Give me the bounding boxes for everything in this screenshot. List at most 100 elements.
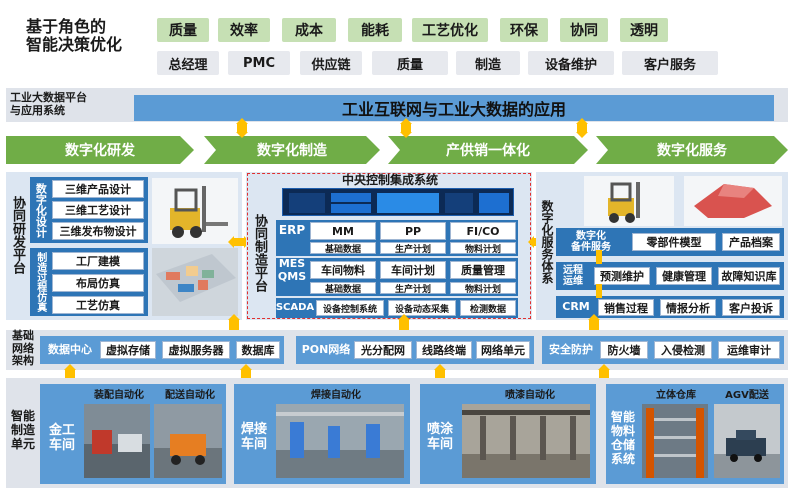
svc-arrow-2 xyxy=(596,284,602,298)
erp-pp[interactable]: PP xyxy=(380,222,446,240)
units-side-label: 智能 制造 单元 xyxy=(10,409,35,451)
svc-crm-label: CRM xyxy=(562,299,590,313)
rd-design-label: 数字化设计 xyxy=(34,182,48,238)
network-virtual-server[interactable]: 虚拟服务器 xyxy=(162,341,230,359)
svc-health-management[interactable]: 健康管理 xyxy=(656,267,712,285)
platform-banner-text: 工业互联网与工业大数据的应用 xyxy=(341,100,566,119)
welding-automation-photo xyxy=(276,404,404,478)
role-quality[interactable]: 质量 xyxy=(372,51,448,75)
kpi-quality[interactable]: 质量 xyxy=(157,18,209,42)
role-pmc[interactable]: PMC xyxy=(228,51,290,75)
stereo-warehouse-photo xyxy=(642,404,708,478)
delivery-automation-photo xyxy=(154,404,222,478)
svc-fault-knowledge-base[interactable]: 故障知识库 xyxy=(718,267,780,285)
scada-inspection-data[interactable]: 检测数据 xyxy=(460,300,516,316)
scada-equipment-control[interactable]: 设备控制系统 xyxy=(316,300,384,316)
agv-delivery-photo xyxy=(714,404,780,478)
svc-arrow-1 xyxy=(596,250,602,264)
arrow-platform-1 xyxy=(236,118,248,138)
svc-part-model-image xyxy=(684,176,782,226)
mes-quality-management[interactable]: 质量管理 xyxy=(450,261,516,279)
network-security-label: 安全防护 xyxy=(549,342,593,356)
svc-predictive-maintenance[interactable]: 预测维护 xyxy=(594,267,650,285)
erp-basic-data[interactable]: 基础数据 xyxy=(310,242,376,255)
unit-machining-caption-1: 装配自动化 xyxy=(94,390,144,401)
mfg-side-label: 协同制造平台 xyxy=(252,214,267,292)
chevron-digital-manufacturing[interactable]: 数字化制造 xyxy=(204,136,380,164)
svc-part-model[interactable]: 零部件模型 xyxy=(632,233,716,251)
erp-material-plan[interactable]: 物料计划 xyxy=(450,242,516,255)
unit-welding-caption-1: 焊接自动化 xyxy=(311,390,361,401)
role-customer-service[interactable]: 客户服务 xyxy=(622,51,718,75)
kpi-process-optimization[interactable]: 工艺优化 xyxy=(412,18,488,42)
unit-warehouse-caption-1: 立体仓库 xyxy=(656,390,696,401)
mes-workshop-plan[interactable]: 车间计划 xyxy=(380,261,446,279)
mes-basic-data[interactable]: 基础数据 xyxy=(310,282,376,295)
kpi-efficiency[interactable]: 效率 xyxy=(218,18,270,42)
forklift-model-image xyxy=(152,178,238,244)
network-firewall[interactable]: 防火墙 xyxy=(600,341,648,359)
arrow-platform-3 xyxy=(576,118,588,138)
painting-automation-photo xyxy=(462,404,590,478)
role-equipment-maintenance[interactable]: 设备维护 xyxy=(528,51,614,75)
chevron-digital-rd[interactable]: 数字化研发 xyxy=(6,136,194,164)
unit-warehouse-caption-2: AGV配送 xyxy=(725,390,769,401)
kpi-environment[interactable]: 环保 xyxy=(500,18,548,42)
chevron-production-supply-sales[interactable]: 产供销一体化 xyxy=(388,136,588,164)
network-side-label: 基础 网络 架构 xyxy=(12,329,34,368)
network-ops-audit[interactable]: 运维审计 xyxy=(718,341,780,359)
platform-banner[interactable]: 工业互联网与工业大数据的应用 xyxy=(134,95,774,121)
network-line-terminal[interactable]: 线路终端 xyxy=(416,341,472,359)
rd-simulation-label: 制造过程仿真 xyxy=(34,252,46,312)
kpi-energy[interactable]: 能耗 xyxy=(348,18,402,42)
scada-equipment-collection[interactable]: 设备动态采集 xyxy=(388,300,456,316)
svc-forklift-image xyxy=(584,176,674,226)
central-control-title: 中央控制集成系统 xyxy=(341,173,438,187)
chevron-digital-service[interactable]: 数字化服务 xyxy=(596,136,788,164)
rd-side-label: 协同研发平台 xyxy=(10,196,25,274)
erp-production-plan[interactable]: 生产计划 xyxy=(380,242,446,255)
svc-customer-complaint[interactable]: 客户投诉 xyxy=(722,299,780,316)
kpi-collaboration[interactable]: 协同 xyxy=(560,18,608,42)
kpi-transparency[interactable]: 透明 xyxy=(620,18,668,42)
network-pon-label: PON网络 xyxy=(301,342,351,356)
role-general-manager[interactable]: 总经理 xyxy=(157,51,219,75)
rd-process-simulation[interactable]: 工艺仿真 xyxy=(52,296,144,314)
svc-side-label: 数字化服务体系 xyxy=(540,200,554,284)
svc-sales-process[interactable]: 销售过程 xyxy=(598,299,654,316)
unit-machining-caption-2: 配送自动化 xyxy=(165,390,215,401)
erp-label: ERP xyxy=(278,223,306,238)
factory-layout-image xyxy=(152,248,238,316)
rd-layout-simulation[interactable]: 布局仿真 xyxy=(52,274,144,292)
role-supply-chain[interactable]: 供应链 xyxy=(300,51,362,75)
decision-title: 基于角色的 智能决策优化 xyxy=(26,17,123,55)
unit-painting-name: 喷涂 车间 xyxy=(426,422,453,452)
mes-production-plan[interactable]: 生产计划 xyxy=(380,282,446,295)
rd-3d-process-design[interactable]: 三维工艺设计 xyxy=(52,201,144,219)
unit-warehouse-name: 智能 物料 仓储 系统 xyxy=(610,410,635,466)
svc-product-archive[interactable]: 产品档案 xyxy=(722,233,780,251)
network-virtual-storage[interactable]: 虚拟存储 xyxy=(100,341,156,359)
erp-mm[interactable]: MM xyxy=(310,222,376,240)
role-manufacturing[interactable]: 制造 xyxy=(456,51,520,75)
network-datacenter-label: 数据中心 xyxy=(48,342,92,356)
erp-fico[interactable]: FI/CO xyxy=(450,222,516,240)
rd-3d-product-design[interactable]: 三维产品设计 xyxy=(52,180,144,198)
svc-remote-label: 远程 运维 xyxy=(563,264,583,288)
scada-label: SCADA xyxy=(275,302,315,314)
rd-factory-modeling[interactable]: 工厂建模 xyxy=(52,252,144,270)
unit-welding-name: 焊接 车间 xyxy=(240,422,267,452)
network-database[interactable]: 数据库 xyxy=(236,341,280,359)
network-network-unit[interactable]: 网络单元 xyxy=(476,341,530,359)
kpi-cost[interactable]: 成本 xyxy=(282,18,336,42)
svc-spare-parts-label: 数字化 备件服务 xyxy=(571,230,611,254)
mes-material-plan[interactable]: 物料计划 xyxy=(450,282,516,295)
unit-machining-name: 金工 车间 xyxy=(48,423,75,453)
mes-workshop-material[interactable]: 车间物料 xyxy=(310,261,376,279)
network-optical-distribution[interactable]: 光分配网 xyxy=(354,341,412,359)
network-intrusion-detection[interactable]: 入侵检测 xyxy=(654,341,712,359)
control-dashboard-image xyxy=(282,188,514,216)
mes-label: MES QMS xyxy=(277,257,307,283)
svc-intelligence-analysis[interactable]: 情报分析 xyxy=(660,299,716,316)
rd-3d-publication-design[interactable]: 三维发布物设计 xyxy=(52,222,144,240)
